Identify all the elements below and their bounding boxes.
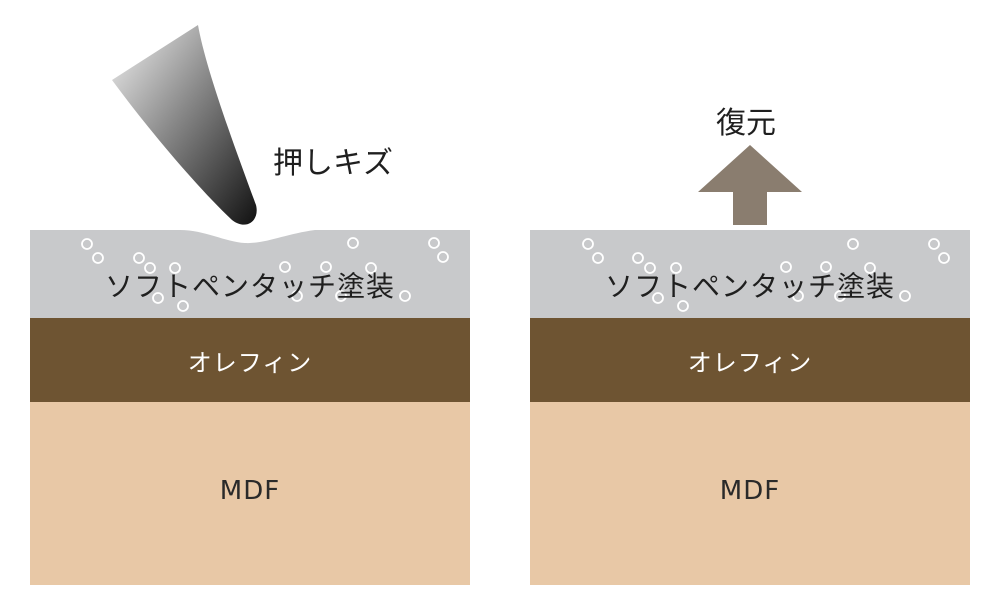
mdf-layer: MDF bbox=[30, 402, 470, 585]
mdf-label: MDF bbox=[219, 475, 281, 506]
coating-particles bbox=[582, 238, 950, 312]
coating-particles bbox=[81, 237, 449, 312]
coating-layer-dented bbox=[30, 230, 470, 318]
coating-label: ソフトペンタッチ塗装 bbox=[604, 270, 895, 303]
coating-layer: ソフトペンタッチ塗装 bbox=[530, 230, 970, 318]
coating-label: ソフトペンタッチ塗装 bbox=[104, 270, 395, 303]
coating-layer: ソフトペンタッチ塗装 bbox=[30, 230, 470, 318]
stylus-icon bbox=[112, 25, 257, 225]
left-panel: ソフトペンタッチ塗装 オレフィン MDF bbox=[30, 0, 470, 602]
mdf-label: MDF bbox=[719, 475, 781, 506]
olefin-label: オレフィン bbox=[687, 348, 813, 377]
dent-caption: 押しキズ bbox=[273, 146, 393, 181]
olefin-layer: オレフィン bbox=[30, 318, 470, 402]
right-panel: ソフトペンタッチ塗装 オレフィン MDF bbox=[530, 0, 970, 602]
mdf-layer: MDF bbox=[530, 402, 970, 585]
olefin-label: オレフィン bbox=[187, 348, 313, 377]
restore-caption: 復元 bbox=[716, 106, 776, 141]
up-arrow-icon bbox=[698, 145, 802, 225]
olefin-layer: オレフィン bbox=[530, 318, 970, 402]
